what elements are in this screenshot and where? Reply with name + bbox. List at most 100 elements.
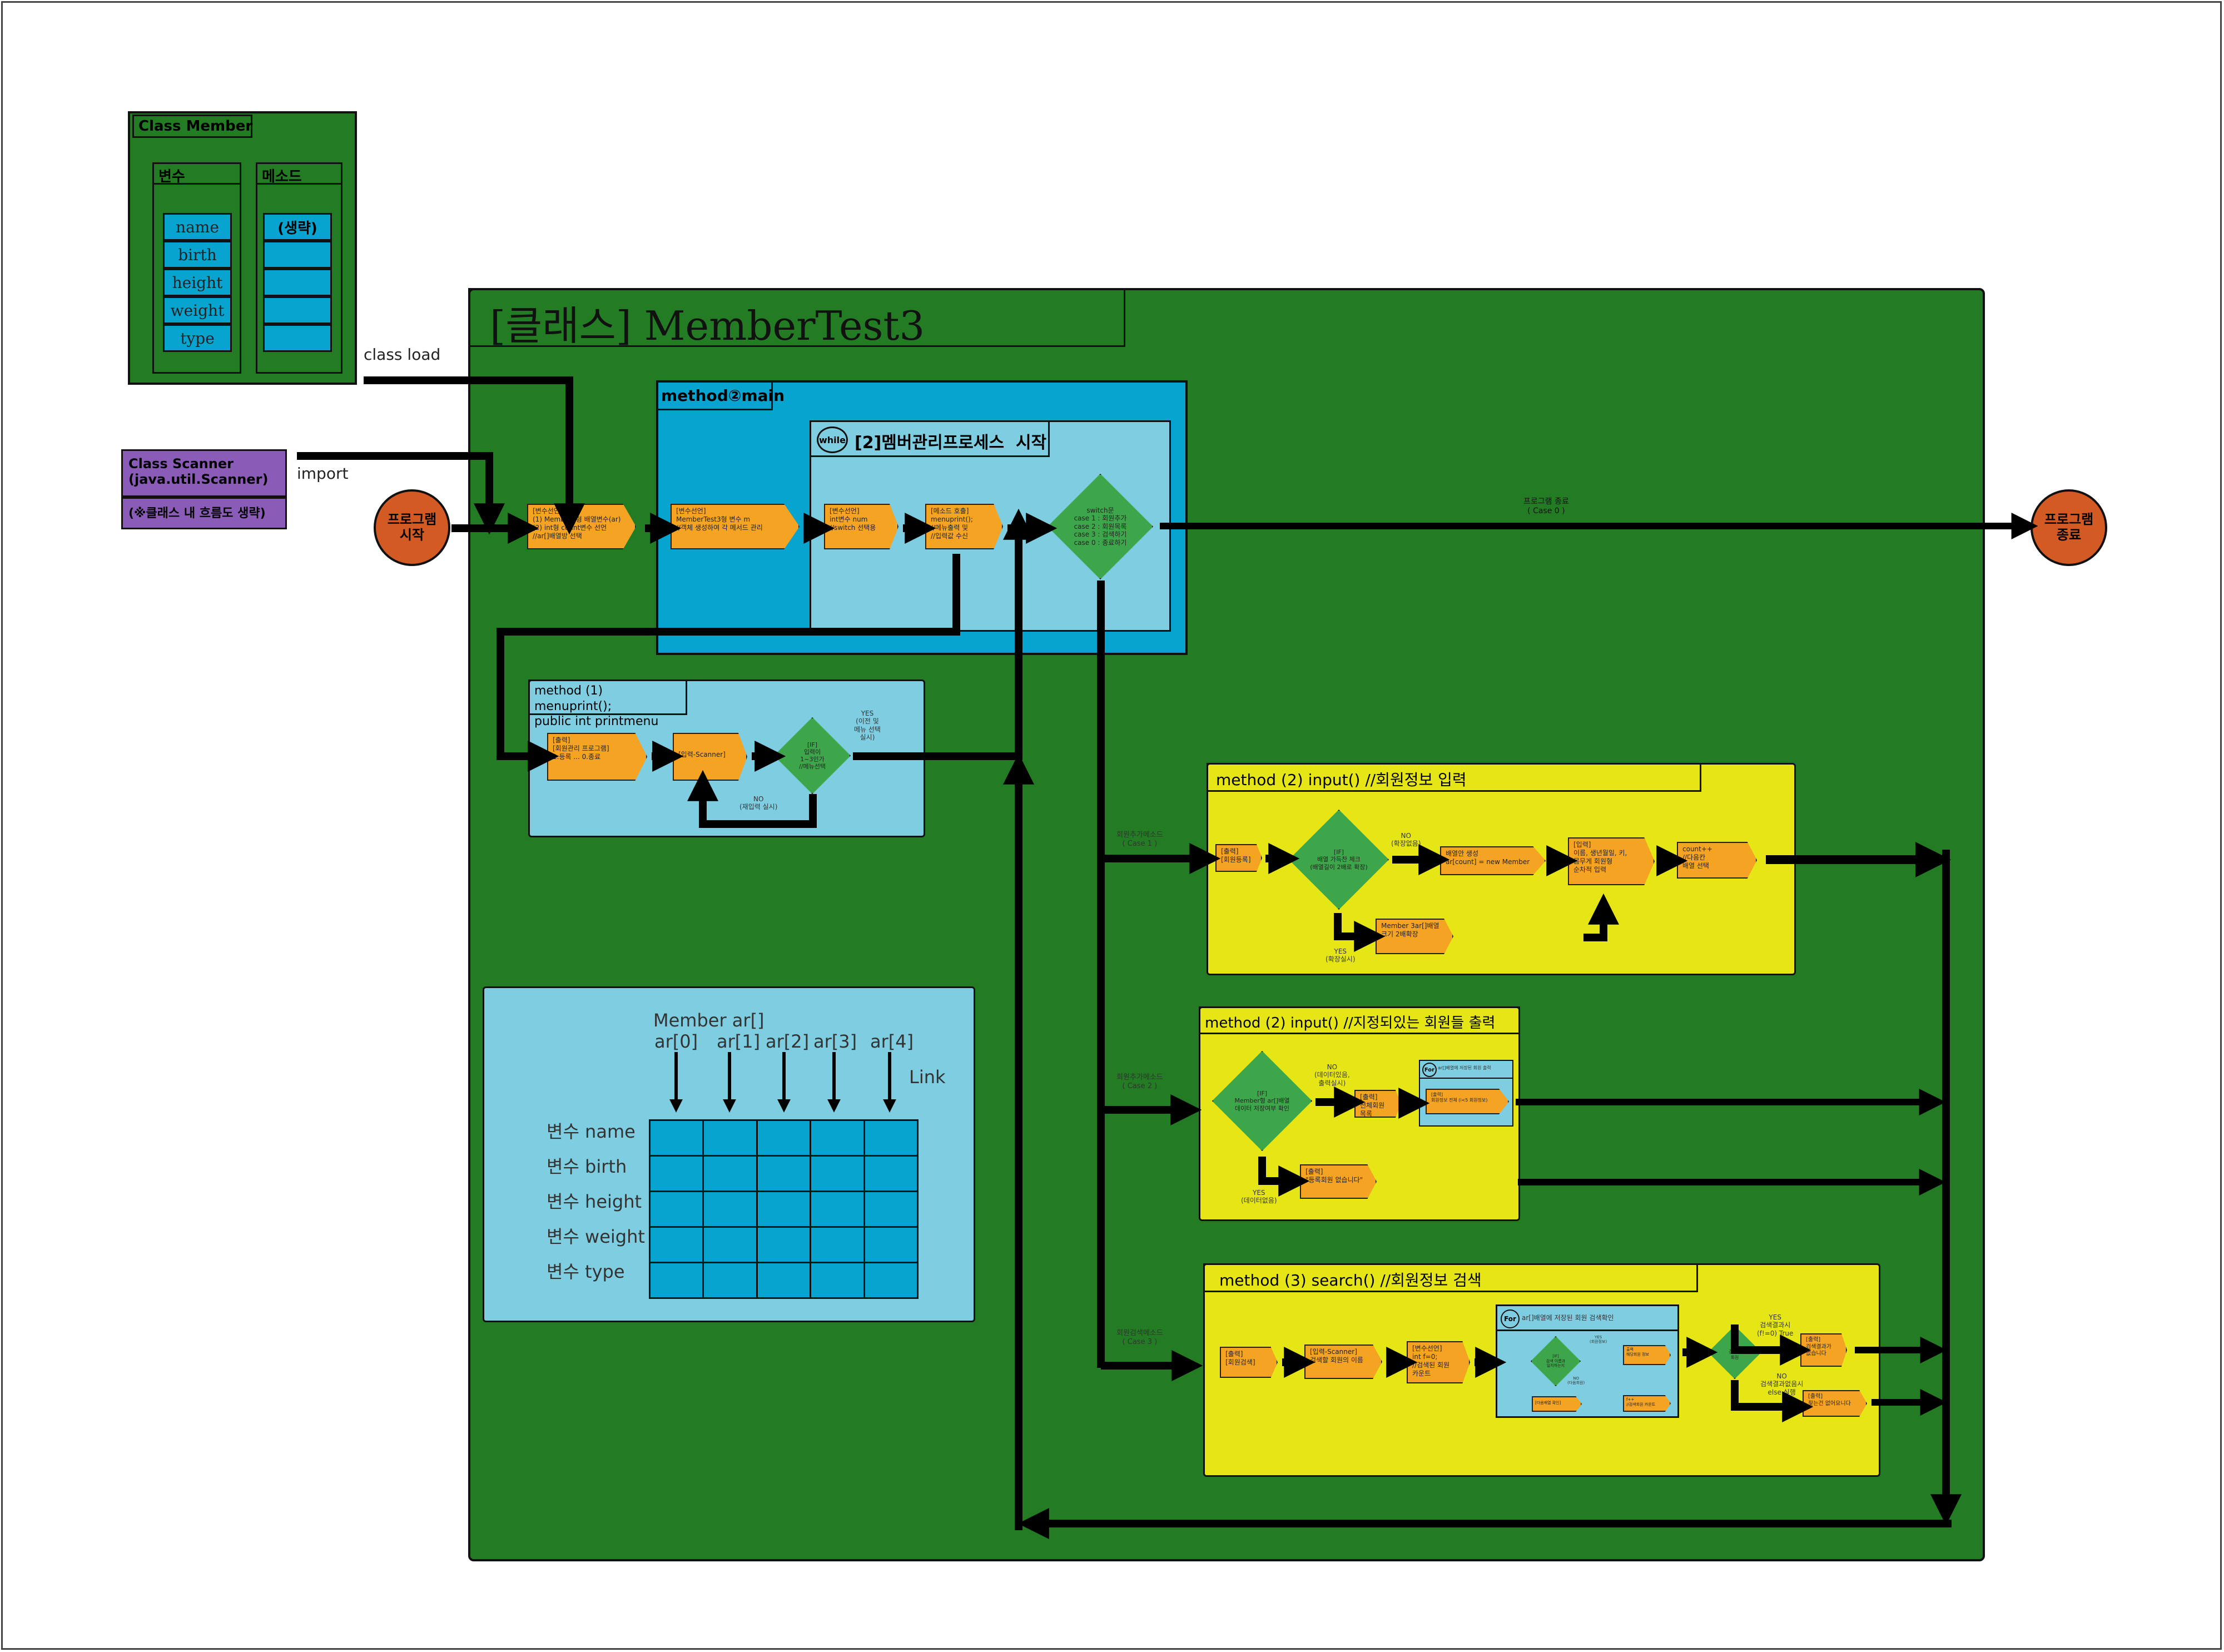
methods-heading: 메소드: [256, 162, 342, 185]
class-scanner-note-box: (※클래스 내 흐름도 생략): [121, 497, 287, 529]
search-no-label: NO 검색결과없음시 else 실행: [1760, 1372, 1804, 1396]
menu-no-label: NO (재입력 실시): [739, 795, 778, 811]
switch-decision-node: switch문 case 1 : 회원추가 case 2 : 회원목록 case…: [1048, 474, 1153, 579]
menuprint-call-node: [메소드 호출] menuprint(); //메뉴출력 및 //입력값 수신: [925, 504, 1003, 549]
name-match-yes-label: YES (회원정보): [1590, 1335, 1607, 1345]
case1-label: 회원추가메소드 ( Case 1 ): [1116, 831, 1163, 848]
array-grid-cell: [863, 1155, 919, 1192]
class-member-vars: 변수 name birth height weight type: [152, 162, 241, 374]
menu-range-decision-node: [IF] 입력이 1~3인가 //메뉴선택: [774, 717, 851, 794]
class-load-label: class load: [364, 345, 441, 364]
no-members-output-node: [출력] "등록회원 없습니다": [1300, 1164, 1377, 1199]
array-full-decision-text: [IF] 배열 가득찬 체크 (배열길이 2배로 확장): [1310, 849, 1368, 871]
array-grid-cell: [756, 1190, 812, 1228]
list-for-loop-title: ar[]배열에 저장된 회원 출력: [1438, 1065, 1491, 1070]
main-method-title: method②main: [656, 380, 785, 410]
list-no-label: NO (데이터있음, 출력실시): [1314, 1063, 1350, 1087]
class-scanner-title: Class Scanner (java.util.Scanner): [128, 456, 269, 487]
for-loop-icon: For: [1422, 1063, 1437, 1077]
for-badge: For: [1424, 1066, 1435, 1073]
count-increment-node: count++ //다음칸 배열 선택: [1677, 842, 1757, 879]
field-name: name: [163, 213, 232, 241]
field-birth: birth: [163, 241, 232, 269]
array-row-type: 변수 type: [547, 1261, 625, 1282]
membertest-instance-declaration-node: [변수선언] MemberTest3형 변수 m //객체 생성하여 각 메서드…: [671, 504, 800, 549]
search-output-node: [출력] [회원검색]: [1220, 1347, 1278, 1378]
field-weight: weight: [163, 296, 232, 324]
method-cell: [263, 296, 332, 324]
array-grid-cell: [810, 1190, 865, 1228]
import-connector: [297, 452, 505, 535]
search-for-loop-header: For ar[]배열에 저장된 회원 검색확인: [1497, 1306, 1677, 1331]
method-cell: [263, 324, 332, 352]
list-method-title: method (2) input() //지정되있는 회원들 출력: [1199, 1006, 1520, 1034]
program-start-node: 프로그램 시작: [374, 489, 450, 566]
array-row-weight: 변수 weight: [547, 1226, 645, 1247]
array-grid-cell: [756, 1226, 812, 1263]
field-height: height: [163, 269, 232, 296]
num-variable-declaration-node: [변수선언] int변수 num //switch 선택용: [824, 504, 898, 549]
input-method-title: method (2) input() //회원정보 입력: [1207, 763, 1701, 792]
name-match-decision-text: [IF] 검색 이름과 일치하는지: [1546, 1354, 1566, 1368]
menu-range-decision-text: [IF] 입력이 1~3인가 //메뉴선택: [799, 741, 826, 771]
while-badge: while: [819, 434, 846, 445]
array-index-2: ar[2]: [766, 1031, 810, 1052]
case3-label: 회원검색메소드 ( Case 3 ): [1116, 1329, 1163, 1346]
for-loop-icon: For: [1501, 1309, 1520, 1328]
menuprint-call-connector: [497, 554, 960, 772]
program-end-note: 프로그램 종료 ( Case 0 ): [1523, 497, 1569, 515]
import-label: import: [297, 464, 349, 483]
array-full-no-label: NO (확장없음): [1391, 832, 1421, 848]
search-for-loop-box: For ar[]배열에 저장된 회원 검색확인 [IF] 검색 이름과 일치하는…: [1496, 1304, 1679, 1418]
link-label: Link: [909, 1066, 946, 1088]
class-scanner-box: Class Scanner (java.util.Scanner): [121, 449, 287, 497]
menu-return-connector: [853, 508, 1034, 760]
search-no-connector: [1731, 1380, 1814, 1422]
menuprint-method-title: method (1) menuprint(); public int print…: [528, 679, 687, 728]
member-create-node: 배열안 생성 ar[count] = new Member: [1440, 846, 1546, 875]
case2-label: 회원추가메소드 ( Case 2 ): [1116, 1073, 1163, 1090]
while-loop-icon: while: [817, 426, 848, 453]
method-cell: [263, 241, 332, 269]
class-member-methods: 메소드 (생략): [256, 162, 342, 374]
array-grid-cell: [702, 1262, 758, 1299]
array-index-3: ar[3]: [813, 1031, 857, 1052]
membertest3-title: [클래스] MemberTest3: [468, 288, 1125, 349]
array-grid-cell: [810, 1262, 865, 1299]
array-index-0: ar[0]: [654, 1031, 698, 1052]
array-header: Member ar[]: [653, 1010, 765, 1031]
array-grid-cell: [810, 1226, 865, 1263]
menu-yes-label: YES (이전 및 메뉴 선택 실시): [854, 710, 881, 742]
array-grid: [649, 1119, 919, 1299]
array-full-yes-label: YES (확장실시): [1326, 947, 1356, 964]
array-index-4: ar[4]: [870, 1031, 914, 1052]
array-grid-cell: [863, 1190, 919, 1228]
list-yes-connector: [1258, 1157, 1310, 1197]
list-for-loop-header: For ar[]배열에 저장된 회원 출력: [1420, 1061, 1512, 1079]
search-name-input-node: [입력-Scanner] 검색할 회원의 이름: [1304, 1345, 1382, 1379]
search-notfound-output-node: [출력] 찾는건 없어요니다: [1803, 1390, 1867, 1417]
next-array-check-node: [다음배열 확인]: [1532, 1396, 1582, 1412]
name-match-decision-node: [IF] 검색 이름과 일치하는지: [1531, 1336, 1581, 1386]
field-type: type: [163, 324, 232, 352]
array-grid-cell: [863, 1262, 919, 1299]
list-data-decision-node: [IF] Member형 ar[]배열 데이터 저장여부 확인: [1212, 1051, 1312, 1151]
member-info-input-node: [입력] 이름, 생년월일, 키, 몸무게 회원형 순차적 입력: [1568, 837, 1655, 885]
array-grid-cell: [756, 1262, 812, 1299]
array-expand-node: Member 3ar[]배열 크기 2배확장: [1376, 919, 1453, 954]
array-grid-cell: [649, 1262, 704, 1299]
method-omitted: (생략): [263, 213, 332, 241]
class-member-title: Class Member: [132, 115, 252, 138]
array-row-birth: 변수 birth: [547, 1156, 627, 1177]
array-row-name: 변수 name: [547, 1121, 636, 1142]
switch-decision-text: switch문 case 1 : 회원추가 case 2 : 회원목록 case…: [1074, 507, 1127, 547]
search-yes-connector: [1731, 1324, 1811, 1366]
array-row-height: 변수 height: [547, 1191, 642, 1212]
matched-member-output-node: 출력 해당회원 정보: [1623, 1345, 1671, 1365]
array-index-1: ar[1]: [717, 1031, 761, 1052]
class-load-connector: [364, 376, 585, 535]
array-full-decision-node: [IF] 배열 가득찬 체크 (배열길이 2배로 확장): [1289, 810, 1389, 910]
